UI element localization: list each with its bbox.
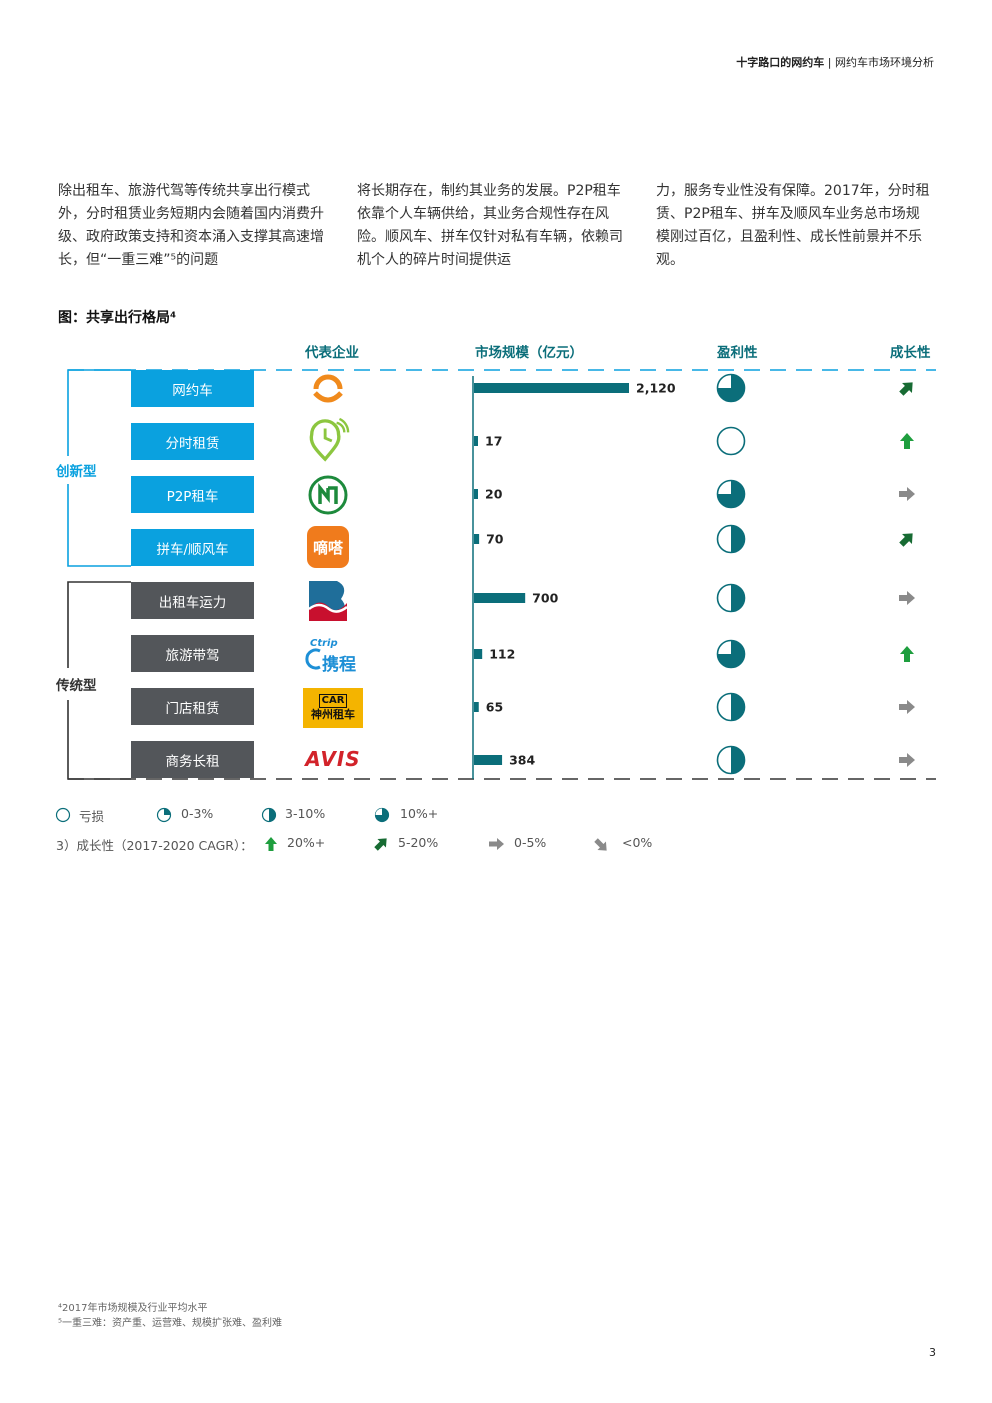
legend-icon-loss xyxy=(55,807,71,823)
zuche-logo-cn: 神州租车 xyxy=(311,708,355,721)
evcard-logo xyxy=(306,417,350,462)
bar xyxy=(474,702,479,712)
running-header: 十字路口的网约车 | 网约车市场环境分析 xyxy=(736,54,934,70)
growth-arrow-icon xyxy=(899,753,915,767)
legend-icon-3-10 xyxy=(261,807,277,823)
bar-value-label: 2,120 xyxy=(636,381,676,396)
category-box: 旅游带驾 xyxy=(131,635,254,672)
bar xyxy=(474,489,478,499)
bar xyxy=(474,383,629,393)
bar xyxy=(474,436,478,446)
legend-label-0-3: 0-3% xyxy=(181,806,214,821)
legend-arrow-below-0 xyxy=(594,838,607,851)
avis-logo: AVIS xyxy=(303,737,363,781)
column-head-growth: 成长性 xyxy=(890,345,931,361)
footnote-4: ⁴2017年市场规模及行业平均水平 xyxy=(58,1303,208,1314)
body-column-1: 除出租车、旅游代驾等传统共享出行模式外，分时租赁业务短期内会随着国内消费升级、政… xyxy=(58,183,324,268)
profitability-icon xyxy=(716,426,746,456)
legend-arrow-5-20 xyxy=(374,838,387,851)
category-box: P2P租车 xyxy=(131,476,254,513)
figure-title: 图：共享出行格局⁴ xyxy=(58,310,177,326)
profitability-icon xyxy=(716,583,746,613)
bar-value-label: 20 xyxy=(485,487,503,502)
growth-arrow-icon xyxy=(899,533,913,547)
traditional-bracket-bottom xyxy=(67,700,131,780)
ctrip-logo-en: Ctrip xyxy=(310,638,338,649)
growth-arrow-icon xyxy=(900,433,914,449)
legend-arrow-20-plus xyxy=(265,837,277,851)
innovative-bracket-bottom xyxy=(67,484,131,567)
column-head-market: 市场规模（亿元） xyxy=(475,345,583,361)
ctrip-logo-cn: 携程 xyxy=(322,655,356,675)
legend-label-5-20: 5-20% xyxy=(398,835,439,850)
bar xyxy=(474,755,503,765)
bar-value-label: 70 xyxy=(486,532,504,547)
bar xyxy=(474,534,480,544)
dida-logo-text: 嘀嗒 xyxy=(307,526,349,568)
page-number: 3 xyxy=(929,1346,936,1359)
growth-arrow-icon xyxy=(899,382,913,396)
dazhong-logo xyxy=(306,579,350,623)
innovative-bracket-top xyxy=(67,369,131,456)
atzuche-logo xyxy=(306,473,350,517)
category-box: 分时租赁 xyxy=(131,423,254,460)
category-box: 网约车 xyxy=(131,370,254,407)
category-box: 商务长租 xyxy=(131,741,254,778)
profitability-icon xyxy=(716,639,746,669)
profitability-icon xyxy=(716,745,746,775)
legend-symbols xyxy=(55,807,607,851)
body-column-3: 力，服务专业性没有保障。2017年，分时租赁、P2P租车、拼车及顺风车业务总市场… xyxy=(656,183,930,268)
category-box: 拼车/顺风车 xyxy=(131,529,254,566)
traditional-bracket-top xyxy=(67,581,131,668)
ctrip-logo: Ctrip 携程 xyxy=(302,632,364,676)
category-box: 出租车运力 xyxy=(131,582,254,619)
growth-arrow-icon xyxy=(899,487,915,501)
didi-logo xyxy=(306,367,350,411)
legend-label-below-0: <0% xyxy=(622,835,653,850)
column-head-company: 代表企业 xyxy=(305,345,359,361)
dida-logo: 嘀嗒 xyxy=(306,525,350,569)
header-title: 十字路口的网约车 xyxy=(736,56,825,69)
legend-icon-0-3 xyxy=(156,807,172,823)
zuche-logo-en: CAR xyxy=(318,694,348,708)
bar-value-label: 65 xyxy=(486,700,503,715)
profitability-icon xyxy=(716,692,746,722)
growth-arrow-icon xyxy=(899,700,915,714)
legend-label-20-plus: 20%+ xyxy=(287,835,326,850)
profitability-icon xyxy=(716,479,746,509)
footnote-5: ⁵一重三难：资产重、运营难、规模扩张难、盈利难 xyxy=(58,1318,283,1329)
bar xyxy=(474,593,526,603)
header-subtitle: 网约车市场环境分析 xyxy=(835,56,934,69)
header-separator: | xyxy=(827,56,832,69)
legend-growth-title: 3）成长性（2017-2020 CAGR）： xyxy=(56,838,253,853)
market-size-chart: 2,120 17 20 70 700 112 65 384 xyxy=(474,373,915,775)
zuche-logo: CAR 神州租车 xyxy=(303,686,363,730)
bar xyxy=(474,649,483,659)
avis-logo-text: AVIS xyxy=(305,747,361,771)
category-box: 门店租赁 xyxy=(131,688,254,725)
legend-icon-10-plus xyxy=(374,807,390,823)
bar-value-label: 112 xyxy=(489,647,515,662)
legend-arrow-0-5 xyxy=(489,838,504,850)
body-column-2: 将长期存在，制约其业务的发展。P2P租车依靠个人车辆供给，其业务合规性存在风险。… xyxy=(357,183,623,268)
bar-value-label: 17 xyxy=(485,434,502,449)
legend-label-3-10: 3-10% xyxy=(285,806,326,821)
legend-label-loss: 亏损 xyxy=(79,809,105,824)
group-label-traditional: 传统型 xyxy=(56,678,97,694)
bar-value-label: 384 xyxy=(509,753,535,768)
legend-label-10-plus: 10%+ xyxy=(400,806,439,821)
profitability-icon xyxy=(716,524,746,554)
group-label-innovative: 创新型 xyxy=(56,464,97,480)
column-head-profit: 盈利性 xyxy=(717,345,758,361)
profitability-icon xyxy=(716,373,746,403)
growth-arrow-icon xyxy=(899,591,915,605)
legend-label-0-5: 0-5% xyxy=(514,835,547,850)
bar-value-label: 700 xyxy=(532,591,558,606)
growth-arrow-icon xyxy=(900,646,914,662)
